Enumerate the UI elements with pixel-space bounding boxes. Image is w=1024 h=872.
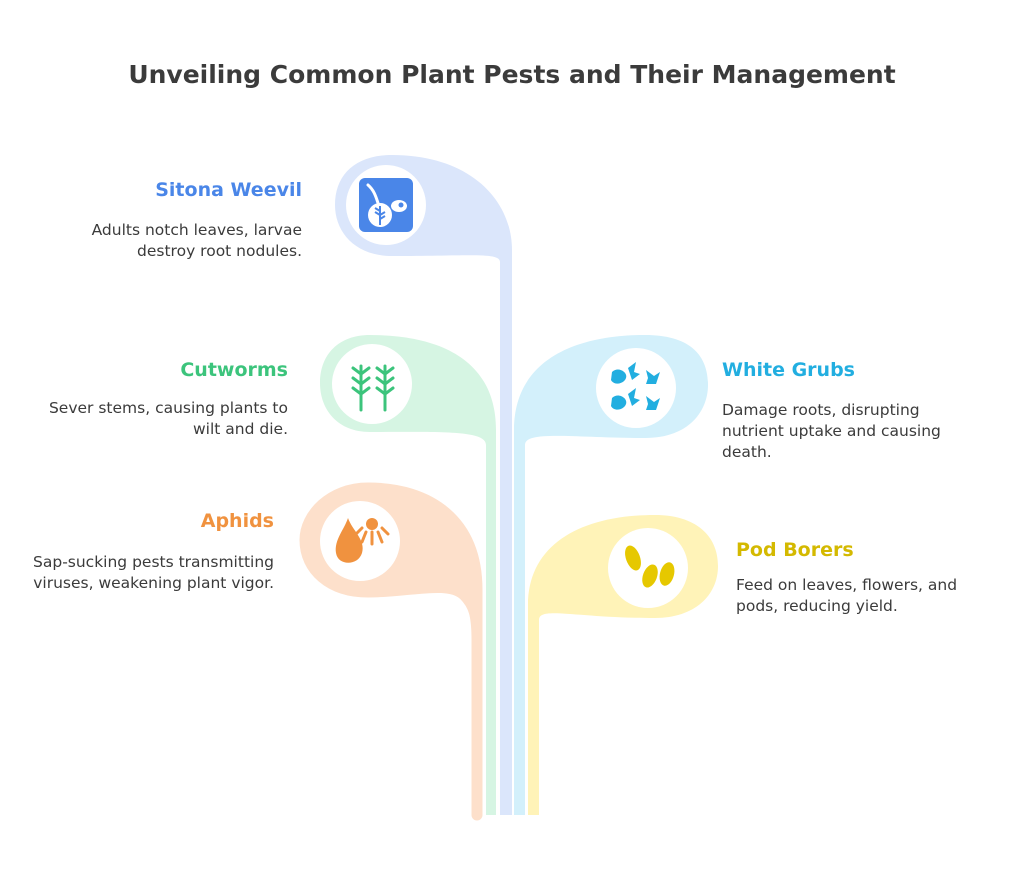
weevil-description: Adults notch leaves, larvae destroy root… xyxy=(91,221,302,260)
grubs-icon xyxy=(611,362,660,410)
sprouts-icon xyxy=(351,364,395,412)
cutworms-icon-circle xyxy=(332,344,412,424)
weevil-title: Sitona Weevil xyxy=(155,179,302,201)
aphids-title: Aphids xyxy=(200,510,274,532)
aphids-description: Sap-sucking pests transmitting viruses, … xyxy=(33,553,274,592)
grubs-title: White Grubs xyxy=(722,359,855,381)
grubs-description: Damage roots, disrupting nutrient uptake… xyxy=(722,401,941,461)
cutworms-description: Sever stems, causing plants to wilt and … xyxy=(48,399,288,438)
grubs-bubble-body xyxy=(514,335,708,815)
pods-description: Feed on leaves, flowers, and pods, reduc… xyxy=(736,576,958,615)
pods-icon xyxy=(625,545,675,588)
pods-title: Pod Borers xyxy=(736,539,854,561)
aphid-icon xyxy=(335,518,390,563)
weevil-icon xyxy=(359,178,413,232)
cutworms-title: Cutworms xyxy=(180,359,288,381)
page-title: Unveiling Common Plant Pests and Their M… xyxy=(128,60,896,89)
